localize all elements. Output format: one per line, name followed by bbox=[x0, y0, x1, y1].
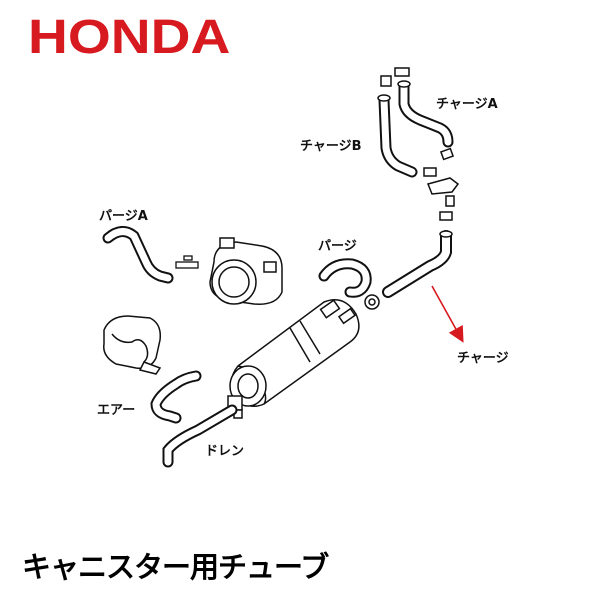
charge-connector bbox=[364, 294, 380, 310]
caption: キャニスター用チューブ bbox=[22, 550, 329, 584]
air-hose bbox=[150, 370, 202, 424]
canister-bracket bbox=[209, 237, 283, 305]
label-drain: ドレン bbox=[205, 444, 245, 459]
charge-a-hose bbox=[397, 80, 454, 148]
highlight-arrow bbox=[431, 285, 464, 343]
canister-clamp bbox=[103, 315, 162, 375]
purge-hose bbox=[318, 258, 372, 298]
label-charge-a: チャージA bbox=[436, 97, 498, 112]
label-purge-a: パージA bbox=[99, 209, 148, 224]
purge-a-hose bbox=[102, 226, 174, 284]
charge-hose bbox=[382, 230, 453, 298]
charge-b-hose bbox=[377, 94, 418, 178]
honda-logo: HONDA bbox=[28, 11, 231, 64]
charge-a-connector bbox=[380, 67, 410, 87]
label-charge-b: チャージB bbox=[300, 139, 362, 154]
canister-body bbox=[227, 299, 360, 419]
label-charge: チャージ bbox=[457, 351, 509, 366]
purge-a-connector bbox=[175, 255, 199, 269]
label-purge: パージ bbox=[318, 239, 357, 254]
label-air: エアー bbox=[97, 403, 136, 418]
drain-hose bbox=[162, 404, 238, 468]
joint-fittings bbox=[423, 147, 460, 221]
